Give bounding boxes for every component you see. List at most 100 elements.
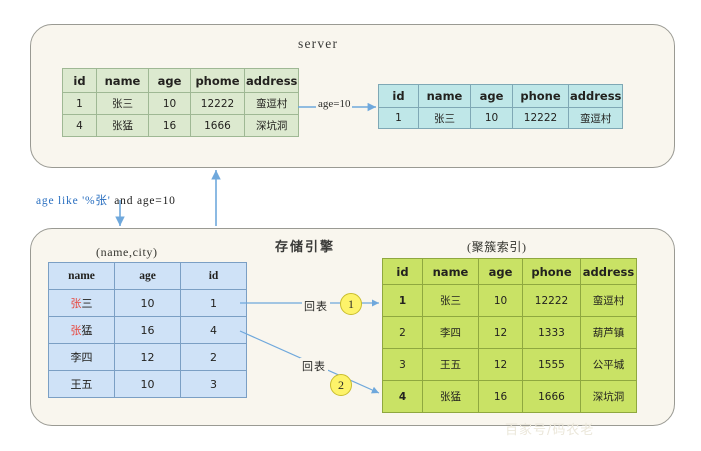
cell-name: 张三	[96, 92, 149, 115]
cell-phome: 1666	[190, 114, 245, 137]
table-row: 张猛 16 4	[48, 316, 247, 344]
cell-age: 12	[478, 348, 523, 381]
cell-age: 16	[114, 316, 181, 344]
cell-address: 蛮逗村	[580, 284, 637, 317]
col-header-age: age	[148, 68, 191, 93]
cell-name: 张猛	[422, 380, 479, 413]
cell-phone: 12222	[512, 107, 569, 129]
table-row: 4 张猛 16 1666 深坑洞	[382, 380, 637, 413]
clustered-index-caption: (聚簇索引)	[467, 240, 527, 254]
cell-address: 公平城	[580, 348, 637, 381]
table-header-row: id name age phome address	[62, 68, 300, 93]
col-header-name: name	[422, 258, 479, 285]
cell-age: 12	[114, 343, 181, 371]
col-header-name: name	[96, 68, 149, 93]
col-header-id: id	[180, 262, 247, 290]
cell-phone: 1666	[522, 380, 581, 413]
cell-phone: 1333	[522, 316, 581, 349]
cell-name: 张猛	[96, 114, 149, 137]
cell-age: 10	[148, 92, 191, 115]
cell-name: 王五	[422, 348, 479, 381]
col-header-id: id	[382, 258, 423, 285]
col-header-id: id	[378, 84, 419, 108]
cell-id: 1	[382, 284, 423, 317]
col-header-address: address	[580, 258, 637, 285]
cell-name: 张三	[422, 284, 479, 317]
cell-id: 1	[62, 92, 97, 115]
cell-name-rest: 猛	[81, 324, 93, 337]
cell-age: 16	[148, 114, 191, 137]
cell-id: 1	[378, 107, 419, 129]
cell-address: 蛮逗村	[243, 92, 300, 115]
table-row: 3 王五 12 1555 公平城	[382, 348, 637, 381]
table-header-row: name age id	[48, 262, 247, 290]
cell-age: 10	[114, 370, 181, 398]
table-header-row: id name age phone address	[382, 258, 637, 285]
secondary-index-table: name age id 张三 10 1 张猛 16 4 李四 12 2 王五 1…	[48, 262, 247, 398]
col-header-id: id	[62, 68, 97, 93]
step-badge-1: 1	[340, 293, 362, 315]
col-header-phome: phome	[190, 68, 245, 93]
table-header-row: id name age phone address	[378, 84, 624, 108]
server-source-table: id name age phome address 1 张三 10 12222 …	[62, 68, 300, 137]
cell-id: 3	[382, 348, 423, 381]
arrow-label-age-filter: age=10	[316, 98, 353, 110]
col-header-name: name	[48, 262, 115, 290]
arrow-label-back-to-table-2: 回表	[300, 358, 328, 374]
cell-address: 深坑洞	[580, 380, 637, 413]
cell-age: 10	[470, 107, 513, 129]
watermark-text: 百家号/码农老	[505, 423, 595, 438]
cell-name-rest: 三	[81, 297, 93, 310]
query-like-part: age like '%张'	[36, 195, 115, 207]
cell-age: 10	[114, 289, 181, 317]
cell-address: 深坑洞	[243, 114, 300, 137]
table-row: 1 张三 10 12222 蛮逗村	[378, 107, 624, 129]
cell-name: 张猛	[48, 316, 115, 344]
table-row: 4 张猛 16 1666 深坑洞	[62, 114, 300, 137]
col-header-name: name	[418, 84, 471, 108]
cell-id: 4	[62, 114, 97, 137]
cell-age: 12	[478, 316, 523, 349]
col-header-age: age	[114, 262, 181, 290]
table-row: 2 李四 12 1333 葫芦镇	[382, 316, 637, 349]
table-row: 王五 10 3	[48, 370, 247, 398]
col-header-phone: phone	[522, 258, 581, 285]
query-and-part: and age=10	[114, 195, 176, 207]
table-row: 1 张三 10 12222 蛮逗村	[382, 284, 637, 317]
cell-phone: 12222	[522, 284, 581, 317]
cell-age: 16	[478, 380, 523, 413]
cell-address: 蛮逗村	[567, 107, 624, 129]
table-row: 张三 10 1	[48, 289, 247, 317]
cell-id: 2	[180, 343, 247, 371]
cell-id: 3	[180, 370, 247, 398]
table-row: 1 张三 10 12222 蛮逗村	[62, 92, 300, 115]
col-header-address: address	[567, 84, 624, 108]
table-row: 李四 12 2	[48, 343, 247, 371]
query-predicate-label: age like '%张' and age=10	[36, 192, 176, 208]
cell-id: 2	[382, 316, 423, 349]
cell-name-highlight: 张	[70, 297, 82, 310]
cell-id: 1	[180, 289, 247, 317]
cell-name: 王五	[48, 370, 115, 398]
cell-age: 10	[478, 284, 523, 317]
step-badge-2: 2	[330, 374, 352, 396]
cell-name: 李四	[422, 316, 479, 349]
secondary-index-caption: (name,city)	[96, 245, 158, 259]
cell-name: 张三	[48, 289, 115, 317]
server-result-table: id name age phone address 1 张三 10 12222 …	[378, 84, 624, 129]
col-header-phone: phone	[512, 84, 569, 108]
col-header-age: age	[470, 84, 513, 108]
cell-id: 4	[180, 316, 247, 344]
cell-phone: 1555	[522, 348, 581, 381]
col-header-address: address	[243, 68, 300, 93]
cell-name: 张三	[418, 107, 471, 129]
col-header-age: age	[478, 258, 523, 285]
cell-name-highlight: 张	[70, 324, 82, 337]
cell-address: 葫芦镇	[580, 316, 637, 349]
arrow-label-back-to-table-1: 回表	[302, 298, 330, 314]
cell-phome: 12222	[190, 92, 245, 115]
cell-id: 4	[382, 380, 423, 413]
server-panel-title: server	[298, 36, 339, 51]
cell-name: 李四	[48, 343, 115, 371]
